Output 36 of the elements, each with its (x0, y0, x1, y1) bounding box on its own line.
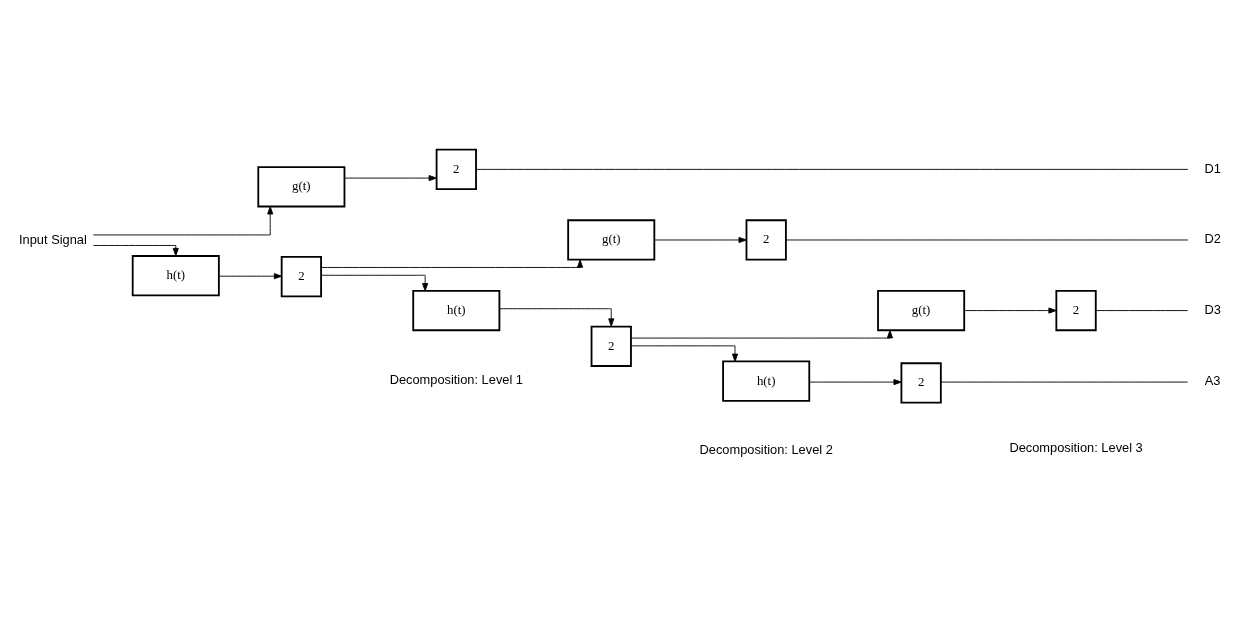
connector (940, 381, 1189, 383)
node-text: D1 (1204, 160, 1221, 176)
node-box: 2 (745, 219, 787, 261)
node-text: D3 (1204, 301, 1221, 317)
arrow (808, 379, 902, 386)
node-box: h(t) (412, 289, 501, 332)
node-box: 2 (590, 325, 632, 367)
node-box: 2 (435, 148, 477, 190)
arrow (630, 330, 893, 339)
node-box: h(t) (131, 255, 220, 297)
node-box: h(t) (722, 360, 811, 402)
node-box: 2 (1055, 289, 1097, 332)
node-box: g(t) (257, 166, 346, 208)
node-box: 2 (900, 362, 942, 404)
node-box: 2 (280, 256, 322, 298)
arrow (499, 308, 615, 327)
arrow (344, 175, 437, 182)
arrow (218, 273, 283, 280)
arrow (320, 274, 429, 292)
arrow (92, 206, 274, 236)
label: Decomposition: Level 3 (1009, 440, 1143, 456)
node-text: Input Signal (19, 232, 87, 248)
node-box: g(t) (877, 289, 966, 332)
arrow (93, 245, 179, 257)
label: Decomposition: Level 2 (699, 442, 833, 458)
arrow (320, 259, 584, 268)
label: Decomposition: Level 1 (389, 371, 523, 387)
node-text: D2 (1204, 231, 1221, 247)
connector (785, 239, 1189, 241)
node-box: g(t) (567, 219, 656, 261)
arrow (653, 236, 747, 243)
connector (1095, 310, 1189, 311)
arrow (963, 307, 1057, 314)
connector (475, 168, 1189, 170)
arrow (630, 345, 739, 362)
node-text: A3 (1204, 373, 1221, 389)
